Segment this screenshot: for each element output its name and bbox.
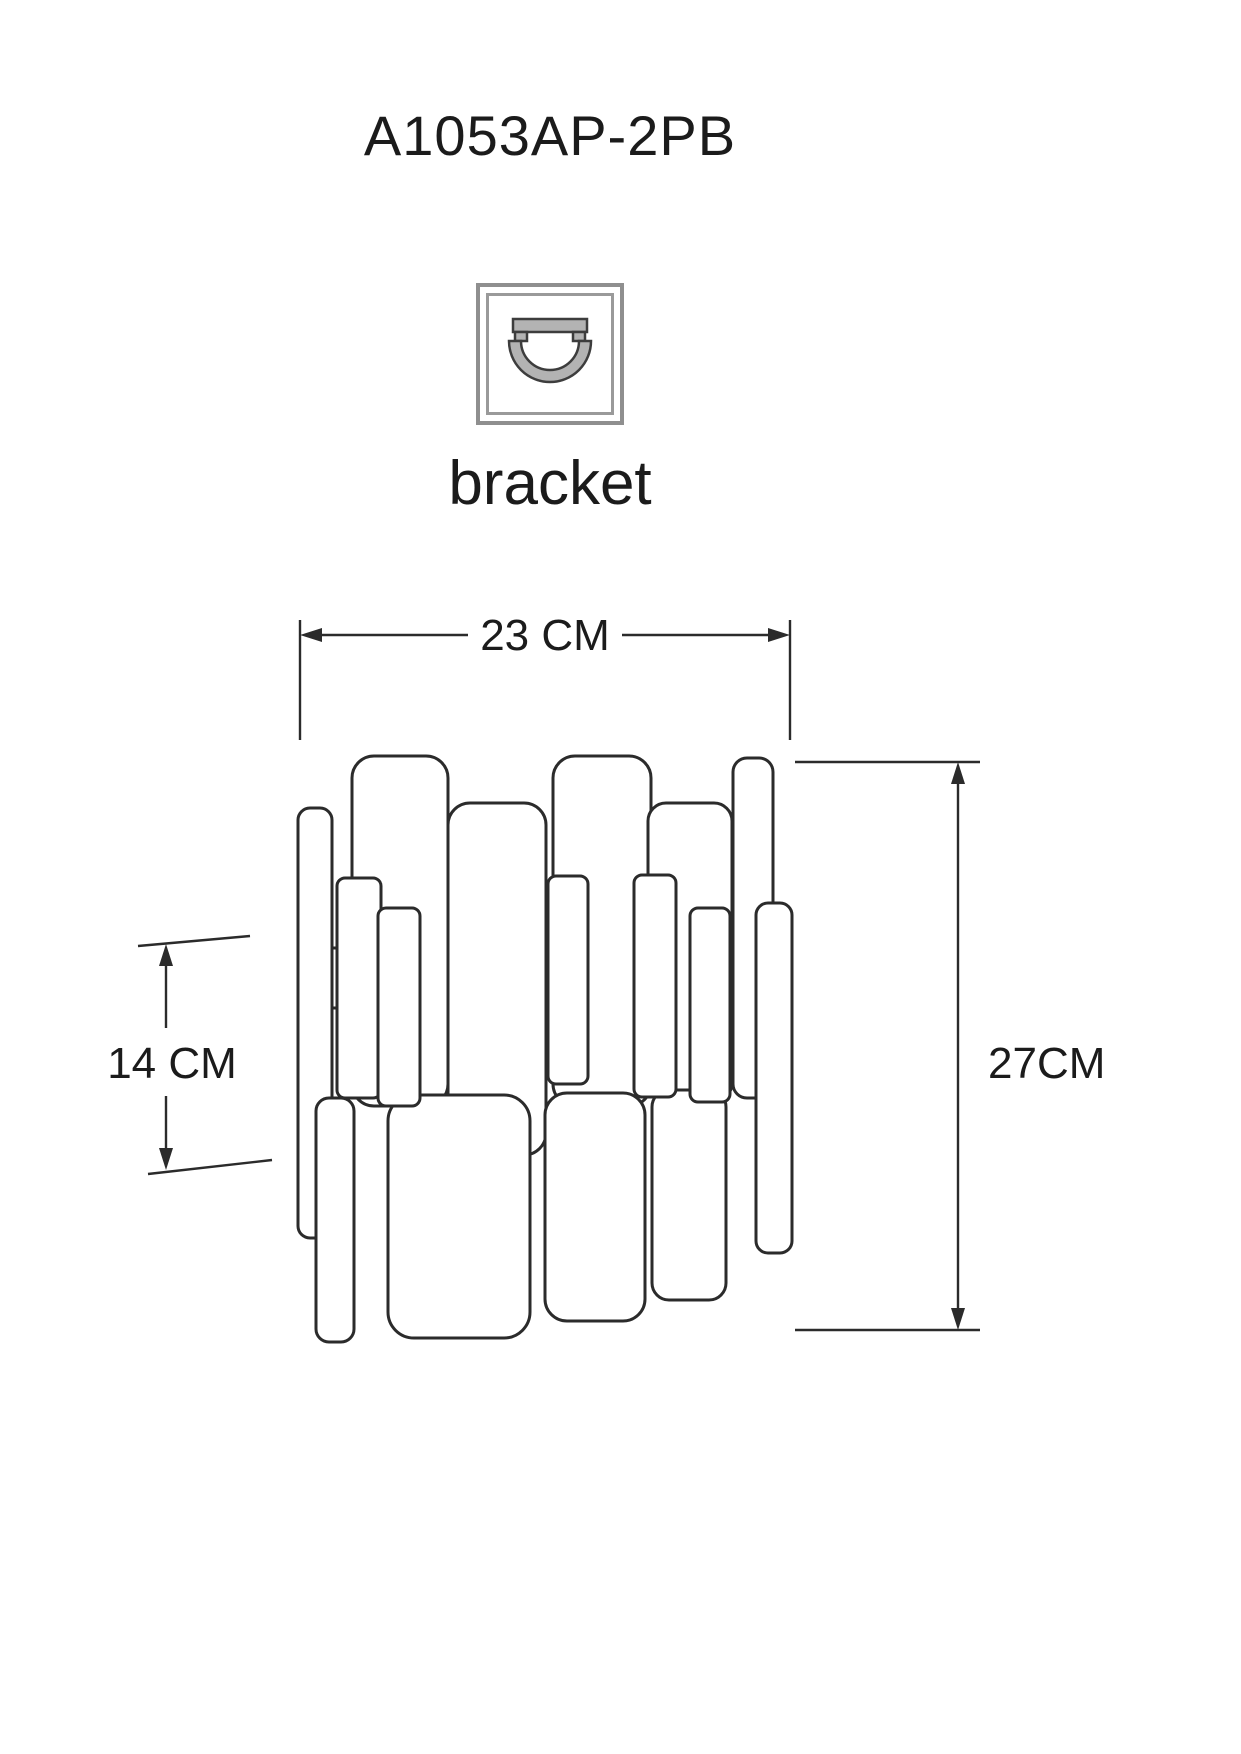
wall-lamp-drawing [296,754,794,1344]
product-type-label: bracket [448,449,652,518]
depth-dimension: 14 CM [107,934,273,1176]
lamp-connector-plate [632,873,678,1099]
width-dimension-label: 23 CM [480,611,610,660]
arrowhead-right-icon [768,628,790,642]
arrowhead-left-icon [300,628,322,642]
lamp-connector-plate [335,876,383,1100]
lamp-bar [754,901,794,1255]
arrowhead-down-icon [159,1148,173,1170]
drawing-header: A1053AP-2PB bracket [0,0,1100,560]
extension-line-top-slanted [137,934,251,948]
icon-box [476,283,624,425]
bracket-icon-bowl [507,339,593,384]
arrowhead-down-icon [951,1308,965,1330]
bracket-icon-left-tab [513,330,529,343]
lamp-bar [650,1088,728,1302]
lamp-connector-plate [376,906,422,1108]
bracket-icon-right-tab [571,330,587,343]
width-dimension: 23 CM [298,611,792,740]
height-dimension-label: 27CM [988,1039,1105,1088]
arrowhead-up-icon [951,762,965,784]
arrowhead-up-icon [159,944,173,966]
product-code: A1053AP-2PB [363,104,737,167]
icon-box-inner [486,293,614,415]
bracket-icon-bar [511,317,589,334]
height-dimension: 27CM [795,760,1105,1332]
depth-dimension-label: 14 CM [107,1039,237,1088]
extension-line-bottom-slanted [147,1158,273,1176]
icon-wrap [0,283,1100,425]
lamp-connector-plate [546,874,590,1086]
lamp-bar [386,1093,532,1340]
bracket-top-view-icon [507,317,593,384]
lamp-bar [314,1096,356,1344]
lamp-bar [543,1091,647,1323]
dimensioned-drawing: 23 CM [107,611,1105,1344]
lamp-connector-plate [688,906,732,1104]
